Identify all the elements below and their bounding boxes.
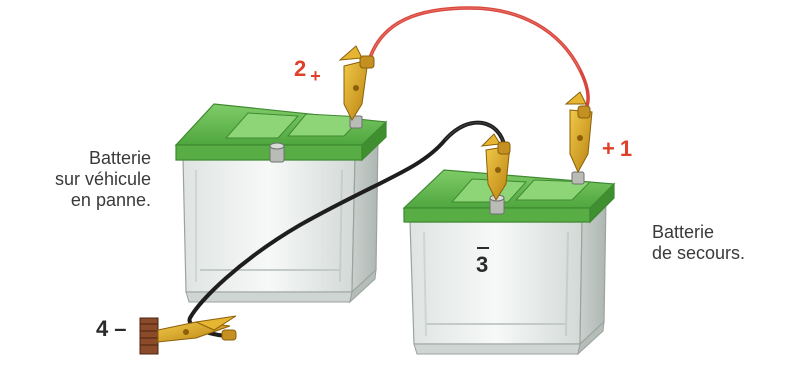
step-marker-2-sign: + [310,66,321,86]
caption-vehicle-battery: Batterie sur véhicule en panne. [55,148,151,211]
step-marker-4-number: 4 [96,316,108,341]
battery-vehicle-negative-terminal [270,143,284,162]
step-marker-2: 2+ [294,56,321,82]
step-marker-2-number: 2 [294,56,306,81]
caption-vehicle-line-2: sur véhicule [55,169,151,190]
step-marker-4-sign: – [114,316,126,341]
step-marker-3-number: 3 [476,252,488,277]
caption-vehicle-line-1: Batterie [55,148,151,169]
step-marker-3: 3 [476,252,488,278]
caption-backup-line-1: Batterie [652,222,745,243]
battery-backup-positive-terminal [572,172,584,184]
battery-backup [404,170,614,354]
caption-backup-battery: Batterie de secours. [652,222,745,264]
ground-point [140,318,158,354]
step-marker-1-sign: + [602,136,615,161]
step-marker-1: +1 [602,136,632,162]
caption-backup-line-2: de secours. [652,243,745,264]
positive-jumper-cable [368,8,588,112]
battery-vehicle [176,104,386,302]
step-marker-4: 4– [96,316,127,342]
caption-vehicle-line-3: en panne. [55,190,151,211]
step-marker-1-number: 1 [620,136,632,161]
clamp-4-negative [158,316,236,342]
clamp-2-positive [340,46,374,120]
negative-overbar [477,247,489,249]
